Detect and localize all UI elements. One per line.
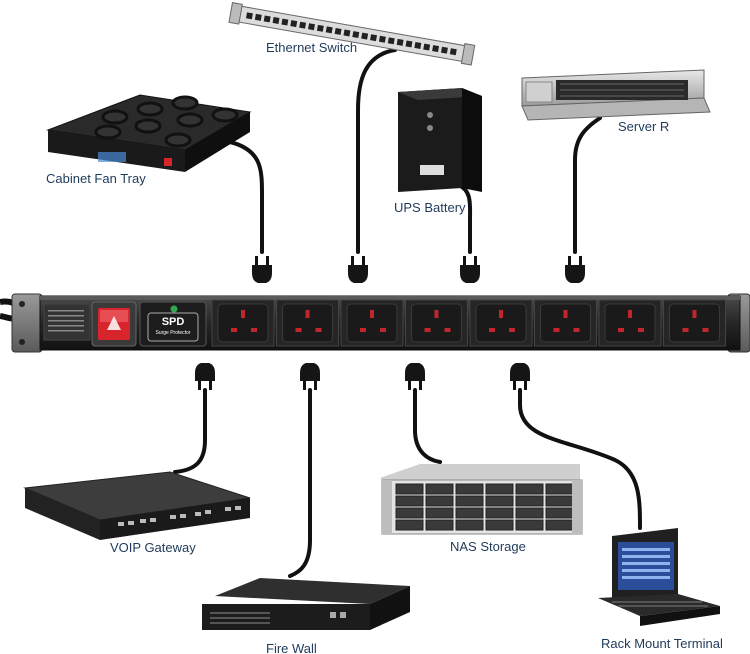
ethernet-port — [361, 32, 369, 40]
ethernet-port — [405, 40, 413, 48]
ethernet-port — [272, 17, 280, 24]
label-nas-storage: NAS Storage — [450, 539, 526, 554]
ethernet-port — [440, 46, 448, 54]
ethernet-port — [245, 12, 253, 20]
drive-bay — [455, 507, 484, 519]
cabinet-fan-tray-device — [46, 94, 252, 172]
socket-outlet[interactable] — [598, 299, 662, 347]
plug-icon — [510, 363, 530, 390]
drive-bay — [545, 507, 574, 519]
plug-icon — [460, 256, 480, 283]
plugs-bottom — [195, 363, 530, 390]
rack-mount-terminal-device — [598, 528, 720, 626]
socket-outlet[interactable] — [534, 299, 597, 347]
ethernet-port — [423, 43, 431, 51]
label-ethernet-switch: Ethernet Switch — [266, 40, 358, 55]
drive-bay — [425, 507, 454, 519]
ethernet-port — [414, 42, 422, 49]
plugs-top — [252, 256, 585, 283]
ethernet-port — [370, 34, 378, 42]
drive-bay — [455, 483, 484, 495]
cable-rack-terminal — [518, 388, 642, 530]
drive-bay — [455, 495, 484, 507]
drive-bay — [545, 483, 574, 495]
ethernet-port — [387, 37, 395, 45]
ethernet-port — [325, 26, 333, 34]
ethernet-port — [432, 45, 440, 53]
label-server: Server R — [618, 119, 670, 134]
drive-bay — [515, 483, 544, 495]
cable-fan-tray — [228, 140, 264, 254]
ethernet-port — [343, 29, 351, 37]
socket-outlet[interactable] — [276, 299, 339, 347]
drive-bay — [425, 495, 454, 507]
socket-outlet[interactable] — [211, 299, 275, 347]
drive-bay — [455, 519, 484, 531]
label-voip-gateway: VOIP Gateway — [110, 540, 196, 555]
plug-icon — [565, 256, 585, 283]
spd-title: SPD — [161, 316, 185, 328]
label-fire-wall: Fire Wall — [266, 641, 317, 654]
label-rack-mount-terminal: Rack Mount Terminal — [601, 636, 723, 651]
ethernet-port — [290, 20, 298, 28]
cable-voip-gateway — [173, 388, 207, 474]
fire-wall-device — [202, 578, 410, 630]
ethernet-port — [316, 24, 324, 32]
ethernet-port — [254, 13, 262, 21]
ethernet-port — [281, 18, 289, 26]
cable-fire-wall — [288, 388, 312, 578]
plug-icon — [195, 363, 215, 390]
ups-battery-device — [398, 88, 482, 192]
spd-indicator-led — [170, 305, 178, 313]
ethernet-port — [263, 15, 271, 23]
plug-icon — [300, 363, 320, 390]
drive-bay — [425, 483, 454, 495]
cable-nas-storage — [413, 388, 442, 464]
plug-icon — [405, 363, 425, 390]
drive-bay — [485, 483, 514, 495]
drive-bay — [515, 519, 544, 531]
label-ups-battery: UPS Battery — [394, 200, 466, 215]
ethernet-port — [396, 38, 404, 46]
drive-bay — [395, 483, 424, 495]
socket-outlet[interactable] — [405, 299, 468, 347]
ethernet-port — [352, 31, 360, 39]
drive-bay — [515, 495, 544, 507]
drive-bay — [515, 507, 544, 519]
drive-bay — [395, 507, 424, 519]
socket-outlet[interactable] — [340, 299, 404, 347]
cable-server — [573, 116, 602, 254]
cable-ups-battery — [456, 183, 473, 254]
ethernet-switch-device — [228, 2, 476, 66]
power-switch-icon — [107, 316, 121, 330]
drive-bay — [485, 519, 514, 531]
drive-bay — [485, 495, 514, 507]
pdu-rack-ear-left — [11, 293, 43, 353]
drive-bay — [395, 495, 424, 507]
plug-icon — [348, 256, 368, 283]
ethernet-port — [299, 21, 307, 29]
ethernet-port — [378, 35, 386, 43]
ethernet-port — [308, 23, 315, 31]
drive-bay — [395, 519, 424, 531]
nas-storage-device — [380, 464, 583, 535]
drive-bay — [425, 519, 454, 531]
ethernet-port — [449, 48, 457, 56]
spd-subtitle: Surge Protector — [155, 330, 191, 336]
fan-tray-switch — [164, 158, 172, 166]
server-device — [521, 69, 711, 121]
label-cabinet-fan-tray: Cabinet Fan Tray — [46, 171, 146, 186]
plug-icon — [252, 256, 272, 283]
socket-row — [211, 299, 726, 347]
voip-gateway-device — [23, 471, 251, 540]
socket-outlet[interactable] — [663, 299, 726, 347]
cable-ethernet-switch — [356, 48, 397, 254]
ethernet-port — [334, 27, 342, 35]
drive-bay — [485, 507, 514, 519]
cables-bottom — [173, 388, 642, 578]
socket-outlet[interactable] — [469, 299, 533, 347]
drive-bay — [545, 495, 574, 507]
drive-bay — [545, 519, 574, 531]
